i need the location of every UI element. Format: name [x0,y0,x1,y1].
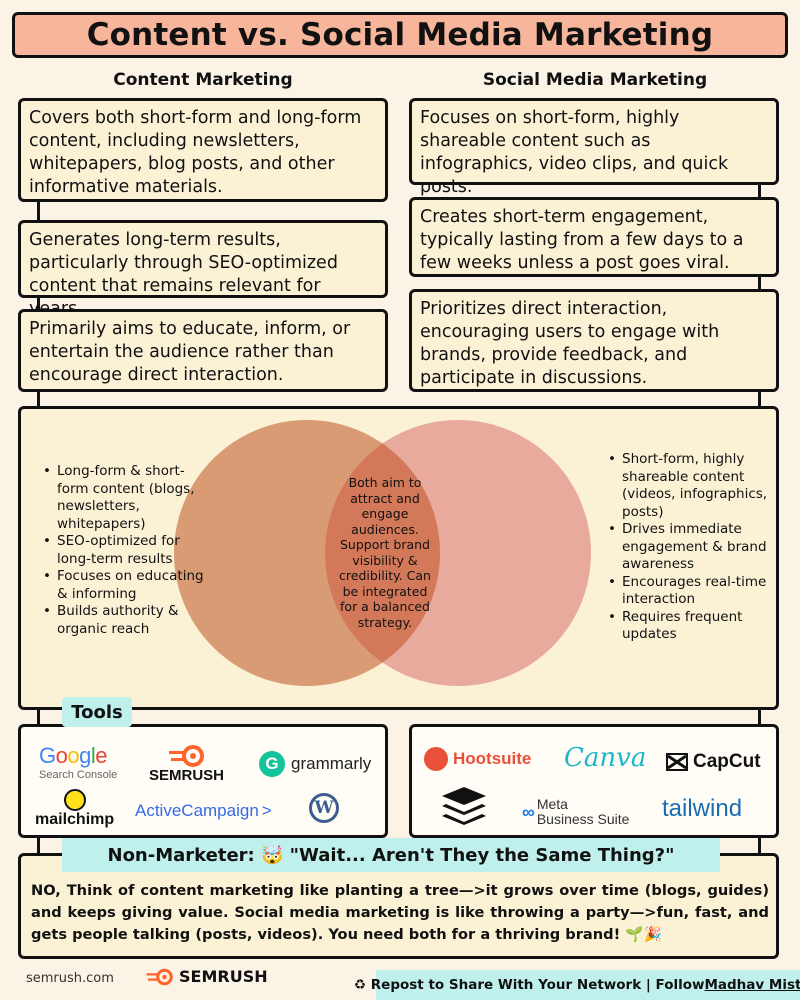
connector-line [37,836,40,854]
connector-line [37,708,40,726]
follow-author-link[interactable]: Madhav Mistry [704,977,800,993]
venn-right-item: Encourages real-time interaction [608,574,768,609]
content-point-card: Generates long-term results, particularl… [18,220,388,319]
wordpress-icon: W [309,793,339,823]
venn-right-item: Drives immediate engagement & brand awar… [608,521,768,574]
mailchimp-logo: mailchimp [35,789,114,829]
capcut-icon [666,753,688,771]
content-marketing-heading: Content Marketing [113,70,293,90]
page-title-banner: Content vs. Social Media Marketing [12,12,788,58]
connector-line [37,390,40,408]
activecampaign-logo: ActiveCampaign > [135,801,272,821]
tools-label: Tools [62,697,132,727]
social-point-card: Focuses on short-form, highly shareable … [409,98,779,197]
buffer-stack-icon [440,785,488,829]
venn-center-text: Both aim to attract and engage audiences… [339,475,431,630]
venn-left-item: Builds authority & organic reach [43,603,213,638]
page-title: Content vs. Social Media Marketing [86,17,714,53]
connector-line [758,275,761,291]
hootsuite-text: Hootsuite [453,749,532,768]
grammarly-logo: G grammarly [259,751,371,777]
content-tools-card: Google Search Console SEMRUSH G grammarl… [18,724,388,838]
social-point-card: Creates short-term engagement, typically… [409,197,779,277]
canva-logo: Canva [564,743,646,773]
non-marketer-heading-bar: Non-Marketer: 🤯 "Wait... Aren't They the… [62,838,720,872]
venn-diagram [174,420,591,686]
venn-right-item: Short-form, highly shareable content (vi… [608,451,768,521]
semrush-icon [146,968,173,985]
venn-left-item: SEO-optimized for long-term results [43,533,213,568]
google-wordmark: Google [39,743,108,768]
venn-left-item: Long-form & short-form content (blogs, n… [43,463,213,533]
content-point-card: Primarily aims to educate, inform, or en… [18,309,388,392]
connector-line [758,836,761,854]
connector-line [758,708,761,726]
meta-line1: Meta [536,796,568,812]
connector-line [37,296,40,310]
social-point-text: Prioritizes direct interaction, encourag… [420,299,720,388]
activecampaign-text: ActiveCampaign [135,801,259,820]
connector-line [758,390,761,408]
content-point-text: Generates long-term results, particularl… [29,230,338,319]
google-search-console-logo: Google Search Console [39,743,118,782]
meta-infinity-icon: ∞ [522,801,535,822]
non-marketer-answer: NO, Think of content marketing like plan… [31,882,769,943]
repost-cta: ♻ Repost to Share With Your Network | Fo… [354,970,800,1000]
social-point-text: Creates short-term engagement, typically… [420,207,744,273]
content-point-text: Covers both short-form and long-form con… [29,108,362,197]
meta-line2: Business Suite [536,811,630,827]
tailwind-text: tailwind [662,795,743,822]
venn-diagram-card: Long-form & short-form content (blogs, n… [18,406,779,710]
non-marketer-heading: Non-Marketer: 🤯 "Wait... Aren't They the… [107,844,675,866]
capcut-text: CapCut [693,751,761,772]
capcut-logo: CapCut [666,751,761,773]
content-point-card: Covers both short-form and long-form con… [18,98,388,202]
google-sub: Search Console [39,769,118,781]
mailchimp-icon [63,789,86,811]
footer-brand: SEMRUSH [179,967,268,986]
footer-site: semrush.com [26,971,114,986]
venn-overlap [325,420,440,686]
cta-prefix: ♻ Repost to Share With Your Network | Fo… [353,977,705,993]
tailwind-logo: tailwind [662,795,742,823]
canva-text: Canva [564,743,647,773]
venn-left-item: Focuses on educating & informing [43,568,213,603]
semrush-text: SEMRUSH [149,767,225,784]
footer-semrush-logo: SEMRUSH [145,967,268,986]
social-point-card: Prioritizes direct interaction, encourag… [409,289,779,392]
activecampaign-arrow: > [261,801,272,820]
social-point-text: Focuses on short-form, highly shareable … [420,108,729,197]
mailchimp-text: mailchimp [35,811,115,828]
social-tools-card: Hootsuite Canva CapCut ∞ Meta Business S… [409,724,779,838]
hootsuite-logo: Hootsuite [424,747,531,771]
venn-right-item: Requires frequent updates [608,609,768,644]
grammarly-icon: G [259,751,285,777]
hootsuite-owl-icon [424,747,448,771]
content-point-text: Primarily aims to educate, inform, or en… [29,319,351,385]
grammarly-text: grammarly [291,754,372,773]
connector-line [37,200,40,220]
venn-left-list: Long-form & short-form content (blogs, n… [43,463,213,638]
meta-business-suite-logo: ∞ Meta Business Suite [522,797,629,827]
venn-right-list: Short-form, highly shareable content (vi… [608,451,768,644]
semrush-logo: SEMRUSH [149,745,224,784]
semrush-icon [168,745,204,767]
social-media-marketing-heading: Social Media Marketing [482,70,708,90]
connector-line [758,183,761,199]
